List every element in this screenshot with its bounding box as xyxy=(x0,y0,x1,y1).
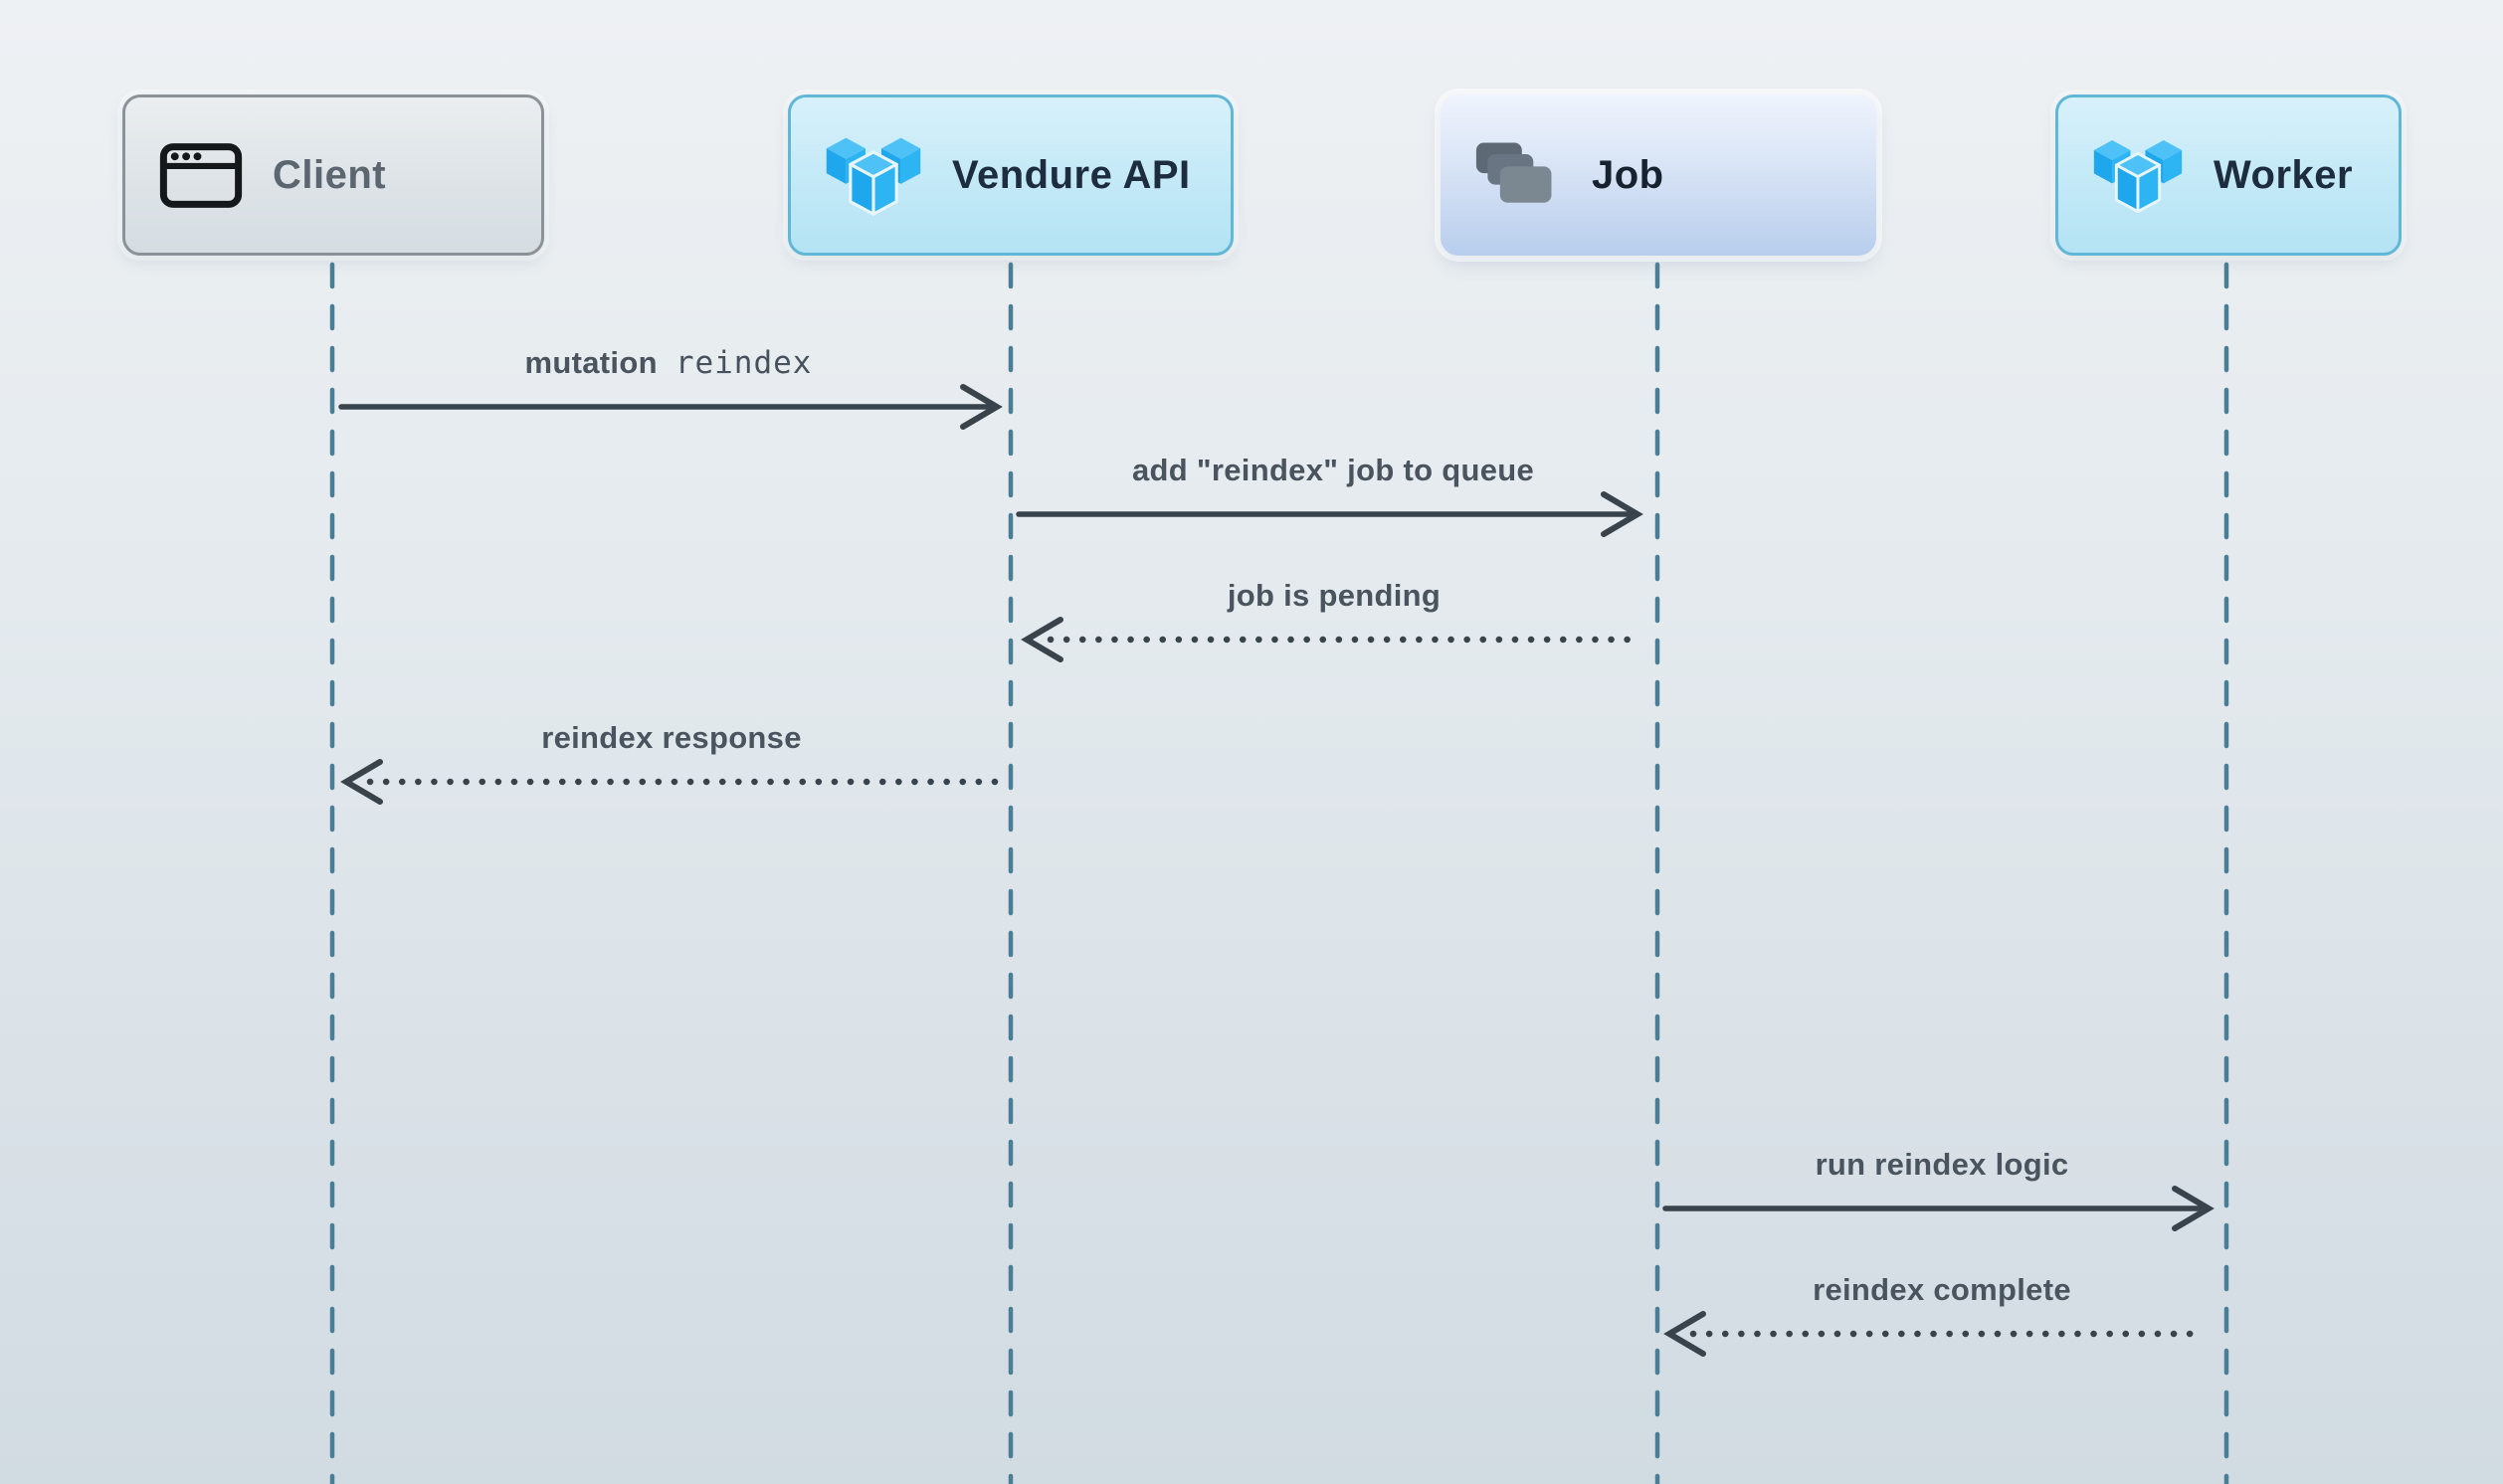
actor-job-label: Job xyxy=(1592,152,1664,197)
browser-window-icon xyxy=(159,142,243,208)
message-reindex-complete: reindex complete xyxy=(1813,1272,2071,1308)
actor-client: Client xyxy=(122,94,544,256)
message-text: job is pending xyxy=(1227,578,1442,613)
arrow-run-reindex-head xyxy=(2172,1186,2214,1231)
message-text: add "reindex" job to queue xyxy=(1131,453,1535,487)
arrow-reindex-complete-head xyxy=(1663,1311,1706,1357)
message-text: reindex response xyxy=(541,720,802,755)
arrow-reindex-response-head xyxy=(340,759,383,805)
message-text: reindex complete xyxy=(1813,1272,2071,1307)
vendure-logo-icon xyxy=(2093,140,2183,214)
actor-worker: Worker xyxy=(2055,94,2402,256)
actor-vendure-api-label: Vendure API xyxy=(952,152,1191,197)
message-code-text: reindex xyxy=(674,345,813,381)
arrow-mutation-reindex-head xyxy=(960,384,1003,430)
message-mutation-reindex: mutation reindex xyxy=(525,345,813,381)
message-add-job-to-queue: add "reindex" job to queue xyxy=(1132,453,1534,488)
message-run-reindex-logic: run reindex logic xyxy=(1816,1147,2069,1183)
actor-client-label: Client xyxy=(273,152,387,197)
arrow-add-job-head xyxy=(1601,491,1643,537)
message-reindex-response: reindex response xyxy=(541,720,802,756)
message-text: mutation xyxy=(524,345,658,380)
message-job-is-pending: job is pending xyxy=(1228,578,1441,614)
actor-worker-label: Worker xyxy=(2214,152,2354,197)
message-text: run reindex logic xyxy=(1815,1147,2069,1182)
actor-job: Job xyxy=(1441,94,1876,256)
arrow-job-pending-head xyxy=(1021,617,1063,662)
actor-vendure-api: Vendure API xyxy=(788,94,1234,256)
vendure-logo-icon xyxy=(826,137,921,216)
job-stack-icon xyxy=(1475,142,1552,203)
